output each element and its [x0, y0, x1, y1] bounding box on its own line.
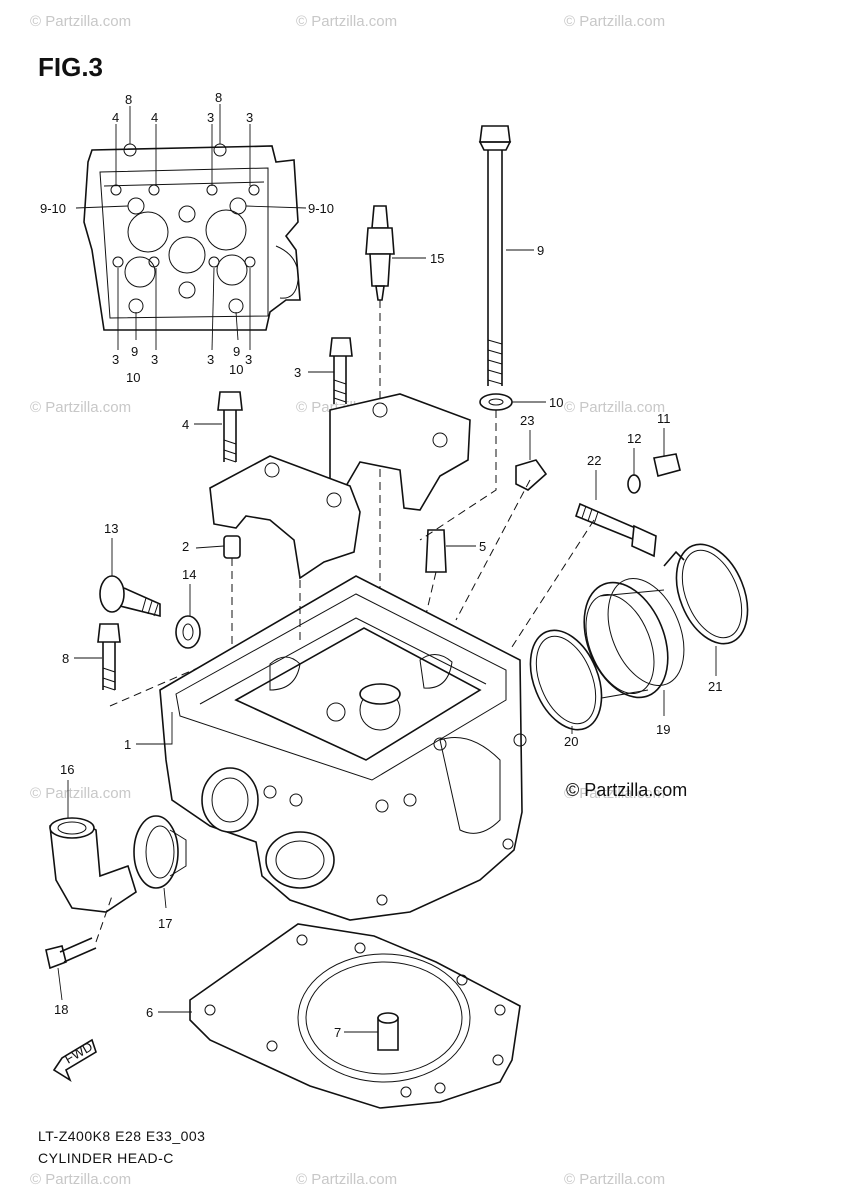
callout-2: 2	[182, 539, 189, 554]
camshaft-holder-lower	[209, 455, 361, 580]
watermark-text: © Partzilla.com	[564, 1171, 665, 1188]
callout-18: 18	[54, 1002, 68, 1017]
bolt-3	[329, 337, 353, 404]
bolt-13	[99, 575, 161, 618]
bolt-18	[45, 895, 113, 970]
watermark-text: © Partzilla.com	[30, 399, 131, 416]
watermark-text: © Partzilla.com	[30, 13, 131, 30]
callouts-inset: 8 8 4 4 3 3 9-10 9-10 3 9 3 3 9 3 10 10	[40, 90, 334, 385]
bolt-22	[575, 502, 657, 558]
callout-13: 13	[104, 521, 118, 536]
clamp-21	[663, 543, 749, 645]
callout-inset-9-10-left: 9-10	[40, 201, 66, 216]
callout-16: 16	[60, 762, 74, 777]
thermostat-17	[133, 815, 187, 889]
callout-inset-4b: 4	[151, 110, 158, 125]
cap-23	[515, 459, 548, 491]
fwd-arrow-icon: FWD	[52, 1038, 97, 1082]
watermark-text: © Partzilla.com	[30, 1171, 131, 1188]
watermark-text: © Partzilla.com	[564, 785, 665, 802]
callout-inset-9-10-right: 9-10	[308, 201, 334, 216]
diagram-name: CYLINDER HEAD-C	[38, 1150, 174, 1166]
callout-3: 3	[294, 365, 301, 380]
callout-inset-3c: 3	[112, 352, 119, 367]
watermark-text: © Partzilla.com	[564, 13, 665, 30]
water-outlet-16	[49, 817, 137, 913]
callout-inset-10a: 10	[126, 370, 140, 385]
long-bolt-9	[478, 125, 513, 411]
callout-inset-9b: 9	[233, 344, 240, 359]
callout-7: 7	[334, 1025, 341, 1040]
bolt-11	[653, 453, 681, 477]
callout-23: 23	[520, 413, 534, 428]
washer-12	[627, 474, 641, 494]
callout-6: 6	[146, 1005, 153, 1020]
callout-inset-3b: 3	[246, 110, 253, 125]
callout-19: 19	[656, 722, 670, 737]
callout-15: 15	[430, 251, 444, 266]
callout-4: 4	[182, 417, 189, 432]
cylinder-head-1	[159, 575, 527, 921]
callout-12: 12	[627, 431, 641, 446]
watermark-text: © Partzilla.com	[564, 399, 665, 416]
callout-20: 20	[564, 734, 578, 749]
callout-21: 21	[708, 679, 722, 694]
callout-5: 5	[479, 539, 486, 554]
callout-17: 17	[158, 916, 172, 931]
cylinder-head-gasket-6	[189, 923, 521, 1109]
callout-inset-3f: 3	[245, 352, 252, 367]
watermark-text: © Partzilla.com	[30, 785, 131, 802]
callout-inset-3a: 3	[207, 110, 214, 125]
o-ring-20	[529, 629, 603, 731]
intake-pipe-19	[583, 578, 685, 701]
callout-11: 11	[657, 411, 671, 426]
callout-inset-9a: 9	[131, 344, 138, 359]
callout-inset-8b: 8	[215, 90, 222, 105]
dowel-pin-7	[377, 1012, 399, 1051]
bolt-4	[217, 391, 243, 463]
watermark-text: © Partzilla.com	[296, 13, 397, 30]
callout-14: 14	[182, 567, 196, 582]
callout-inset-3e: 3	[207, 352, 214, 367]
callout-10: 10	[549, 395, 563, 410]
seal-14	[175, 615, 201, 649]
callout-22: 22	[587, 453, 601, 468]
callout-9: 9	[537, 243, 544, 258]
leader-lines	[57, 104, 717, 1033]
callout-inset-3d: 3	[151, 352, 158, 367]
callout-1: 1	[124, 737, 131, 752]
callout-inset-8a: 8	[125, 92, 132, 107]
watermark-text: © Partzilla.com	[296, 1171, 397, 1188]
callout-inset-10b: 10	[229, 362, 243, 377]
copyright-notice: © Partzilla.com	[566, 780, 688, 800]
figure-title: FIG.3	[38, 52, 104, 82]
callout-8: 8	[62, 651, 69, 666]
callout-inset-4a: 4	[112, 110, 119, 125]
callouts-main: 15 9 3 10 4 23 12 11 22 13 2 5 14 8 21 1…	[54, 243, 722, 1040]
diagram-code: LT-Z400K8 E28 E33_003	[38, 1128, 206, 1144]
